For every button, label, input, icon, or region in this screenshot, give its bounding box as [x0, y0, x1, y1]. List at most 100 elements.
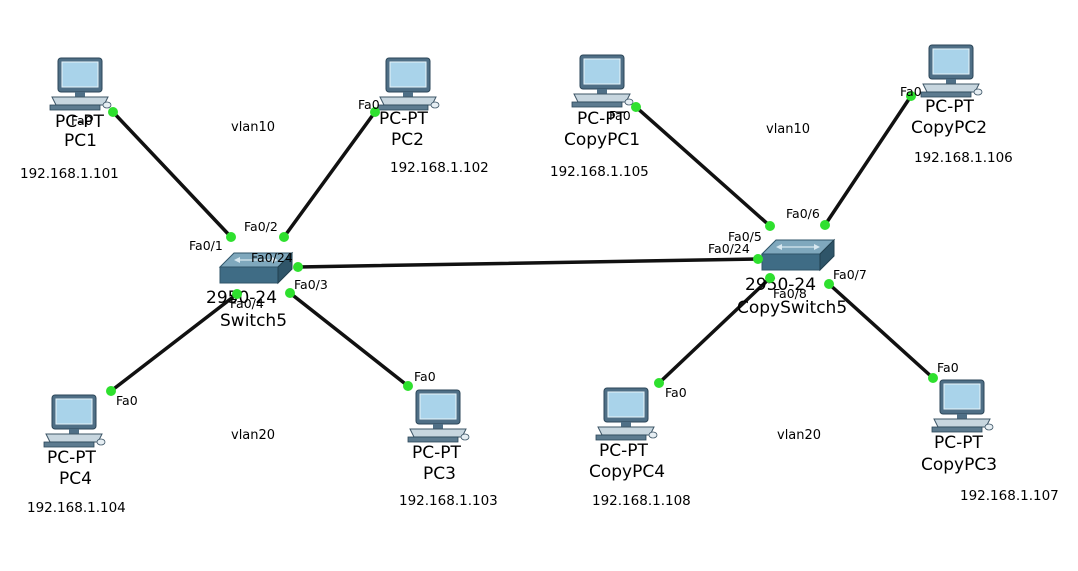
copyswitch5-port-fa0-5: Fa0/5	[728, 229, 762, 244]
copypc2-type-label: PC-PT	[925, 97, 975, 117]
port-light	[765, 221, 775, 231]
switch5-node[interactable]: 2950-24 Switch5	[206, 252, 293, 331]
port-light	[293, 262, 303, 272]
pc-icon[interactable]	[49, 57, 112, 111]
pc1-port-label: Fa0	[71, 113, 93, 128]
pc4-port-label: Fa0	[116, 393, 138, 408]
link-pc3-switch5[interactable]	[288, 291, 410, 388]
link-copypc4-copyswitch5[interactable]	[657, 276, 772, 385]
copyswitch5-port-fa0-8: Fa0/8	[773, 286, 807, 301]
copyswitch5-port-fa0-7: Fa0/7	[833, 267, 867, 282]
port-lights	[106, 91, 938, 396]
switch5-port-fa0-24: Fa0/24	[251, 250, 293, 265]
copypc3-type-label: PC-PT	[934, 433, 984, 453]
pc3-name-label: PC3	[423, 464, 456, 484]
link-switch5-copyswitch5[interactable]	[296, 257, 760, 269]
port-light	[753, 254, 763, 264]
pc1-node[interactable]: PC-PT PC1 192.168.1.101	[20, 57, 119, 182]
pc1-ip-label: 192.168.1.101	[20, 166, 119, 182]
pc-icon[interactable]	[571, 54, 634, 108]
copyswitch5-port-fa0-6: Fa0/6	[786, 206, 820, 221]
copypc2-port-label: Fa0	[900, 84, 922, 99]
pc2-ip-label: 192.168.1.102	[390, 160, 489, 176]
copypc4-node[interactable]: PC-PT CopyPC4 192.168.1.108	[589, 387, 691, 509]
port-light	[928, 373, 938, 383]
port-light	[279, 232, 289, 242]
vlan-label-left-top: vlan10	[231, 120, 275, 135]
pc4-type-label: PC-PT	[47, 448, 97, 468]
link-pc2-switch5[interactable]	[282, 110, 377, 239]
switch5-port-fa0-3: Fa0/3	[294, 277, 328, 292]
port-light	[285, 288, 295, 298]
copypc2-node[interactable]: PC-PT CopyPC2 192.168.1.106	[911, 44, 1013, 166]
copyswitch5-port-fa0-24: Fa0/24	[708, 241, 750, 256]
link-pc1-switch5[interactable]	[111, 110, 233, 239]
switch-icon[interactable]	[761, 239, 835, 271]
pc-icon[interactable]	[595, 387, 658, 441]
copypc2-ip-label: 192.168.1.106	[914, 150, 1013, 166]
copypc4-port-label: Fa0	[665, 385, 687, 400]
pc3-type-label: PC-PT	[412, 443, 462, 463]
port-light	[765, 273, 775, 283]
port-light	[631, 102, 641, 112]
pc2-port-label: Fa0	[358, 97, 380, 112]
port-light	[820, 220, 830, 230]
copypc4-name-label: CopyPC4	[589, 462, 665, 482]
port-light	[370, 107, 380, 117]
copypc4-ip-label: 192.168.1.108	[592, 493, 691, 509]
vlan-label-right-bottom: vlan20	[777, 428, 821, 443]
switch5-model-label: 2950-24	[206, 288, 277, 308]
port-light	[232, 289, 242, 299]
copypc3-ip-label: 192.168.1.107	[960, 488, 1059, 504]
pc2-type-label: PC-PT	[379, 109, 429, 129]
copypc2-name-label: CopyPC2	[911, 118, 987, 138]
copypc1-type-label: PC-PT	[577, 109, 627, 129]
links	[109, 94, 935, 393]
switch5-name-label: Switch5	[220, 311, 287, 331]
link-pc4-switch5[interactable]	[109, 292, 239, 393]
pc-icon[interactable]	[920, 44, 983, 98]
link-copypc2-copyswitch5[interactable]	[823, 94, 913, 227]
port-labels: Fa0 Fa0 Fa0 Fa0 Fa0/1 Fa0/2 Fa0/24 Fa0/3…	[71, 84, 959, 408]
vlan-label-left-bottom: vlan20	[231, 428, 275, 443]
pc4-ip-label: 192.168.1.104	[27, 500, 126, 516]
copypc3-node[interactable]: PC-PT CopyPC3 192.168.1.107	[921, 379, 1059, 504]
pc-icon[interactable]	[377, 57, 440, 111]
switch5-port-fa0-1: Fa0/1	[189, 238, 223, 253]
port-light	[106, 386, 116, 396]
pc2-name-label: PC2	[391, 130, 424, 150]
link-copypc3-copyswitch5[interactable]	[827, 282, 935, 380]
pc4-name-label: PC4	[59, 469, 92, 489]
switch5-port-fa0-2: Fa0/2	[244, 219, 278, 234]
copypc1-port-label: Fa0	[609, 108, 631, 123]
pc1-name-label: PC1	[64, 131, 97, 151]
port-light	[226, 232, 236, 242]
copypc4-type-label: PC-PT	[599, 441, 649, 461]
pc4-node[interactable]: PC-PT PC4 192.168.1.104	[27, 394, 126, 516]
vlan-label-right-top: vlan10	[766, 122, 810, 137]
pc3-node[interactable]: PC-PT PC3 192.168.1.103	[399, 389, 498, 509]
link-copypc1-copyswitch5[interactable]	[634, 105, 772, 228]
pc1-type-label: PC-PT	[55, 112, 105, 132]
copypc1-node[interactable]: PC-PT CopyPC1 192.168.1.105	[550, 54, 649, 180]
pc3-port-label: Fa0	[414, 369, 436, 384]
copyswitch5-name-label: CopySwitch5	[737, 298, 847, 318]
copyswitch5-model-label: 2950-24	[745, 275, 816, 295]
port-light	[108, 107, 118, 117]
copypc1-name-label: CopyPC1	[564, 130, 640, 150]
port-light	[654, 378, 664, 388]
copypc1-ip-label: 192.168.1.105	[550, 164, 649, 180]
switch5-port-fa0-4: Fa0/4	[230, 296, 264, 311]
pc-icon[interactable]	[407, 389, 470, 443]
pc-icon[interactable]	[43, 394, 106, 448]
port-light	[403, 381, 413, 391]
pc2-node[interactable]: PC-PT PC2 192.168.1.102	[377, 57, 489, 176]
port-light	[906, 91, 916, 101]
vlan-labels: vlan10 vlan20 vlan10 vlan20	[231, 120, 821, 443]
pc-icon[interactable]	[931, 379, 994, 433]
copyswitch5-node[interactable]: 2950-24 CopySwitch5	[737, 239, 847, 318]
copypc3-name-label: CopyPC3	[921, 455, 997, 475]
pc3-ip-label: 192.168.1.103	[399, 493, 498, 509]
copypc3-port-label: Fa0	[937, 360, 959, 375]
